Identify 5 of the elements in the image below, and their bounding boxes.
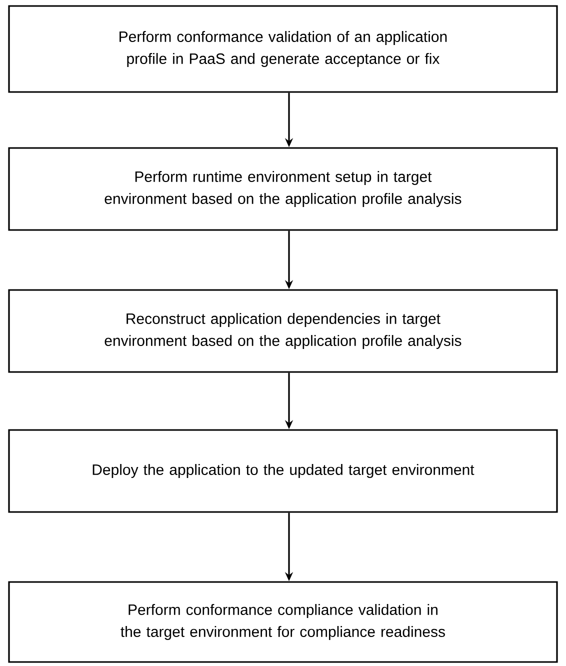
- process-box: Reconstruct application dependencies in target environment based on the application profile analysis: [8, 289, 558, 373]
- process-box: Deploy the application to the updated target environment: [8, 429, 558, 513]
- process-box: Perform conformance validation of an application profile in PaaS and generate acceptance or fix: [8, 5, 558, 93]
- process-box: Perform runtime environment setup in target environment based on the application profile analysis: [8, 147, 558, 231]
- process-box: Perform conformance compliance validation in the target environment for compliance readiness: [8, 581, 558, 663]
